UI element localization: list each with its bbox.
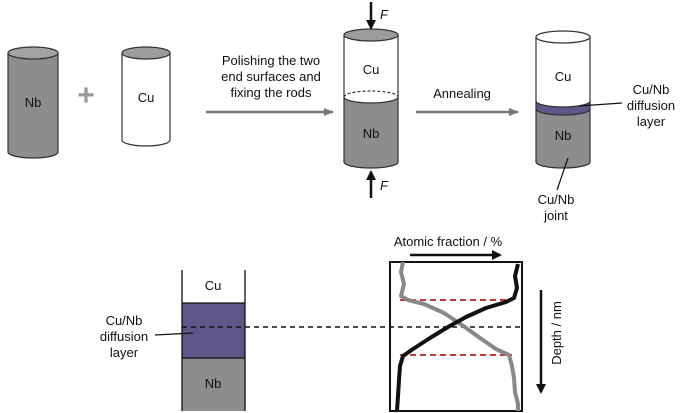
joint-cu-label: Cu	[555, 69, 572, 84]
atomic-fraction-label: Atomic fraction / %	[394, 234, 503, 249]
joint-nb-label: Nb	[555, 128, 572, 143]
detail-cross-section: Cu Nb	[181, 270, 246, 411]
detail-diffusion-line1: Cu/Nb	[106, 313, 143, 328]
nb-profile-curve	[395, 263, 520, 412]
polish-step-line1: Polishing the two	[222, 53, 320, 68]
detail-leader-line	[154, 332, 194, 336]
annealed-joint: Cu Nb	[535, 30, 591, 169]
diffusion-leader-line	[578, 102, 623, 107]
joint-diffusion-line3: layer	[637, 114, 666, 129]
profile-frame	[389, 261, 523, 412]
detail-nb-label: Nb	[205, 376, 222, 391]
cu-rod-label: Cu	[138, 90, 155, 105]
pressed-nb-label: Nb	[363, 126, 380, 141]
polish-step-line2: end surfaces and	[221, 69, 321, 84]
joint-diffusion-line1: Cu/Nb	[633, 82, 670, 97]
pressed-cu-label: Cu	[363, 62, 380, 77]
pressed-rods: Cu Nb	[343, 28, 399, 169]
cu-rod: Cu	[121, 46, 171, 147]
joint-label-line1: Cu/Nb	[538, 192, 575, 207]
cu-profile-curve	[399, 261, 520, 411]
joint-diffusion-line2: diffusion	[627, 98, 675, 113]
annealing-label: Annealing	[433, 86, 491, 101]
polish-step-line3: fixing the rods	[231, 85, 312, 100]
plus-sign: +	[77, 79, 95, 112]
nb-rod-label: Nb	[25, 95, 42, 110]
detail-diffusion-line3: layer	[110, 345, 139, 360]
detail-diffusion-line2: diffusion	[100, 329, 148, 344]
joint-leader-line	[556, 157, 569, 191]
detail-cu-label: Cu	[205, 278, 222, 293]
force-label-top: F	[380, 7, 389, 22]
force-label-bottom: F	[380, 178, 389, 193]
joint-label-line2: joint	[543, 208, 568, 223]
nb-rod: Nb	[7, 46, 59, 159]
depth-label: Depth / nm	[549, 301, 564, 365]
